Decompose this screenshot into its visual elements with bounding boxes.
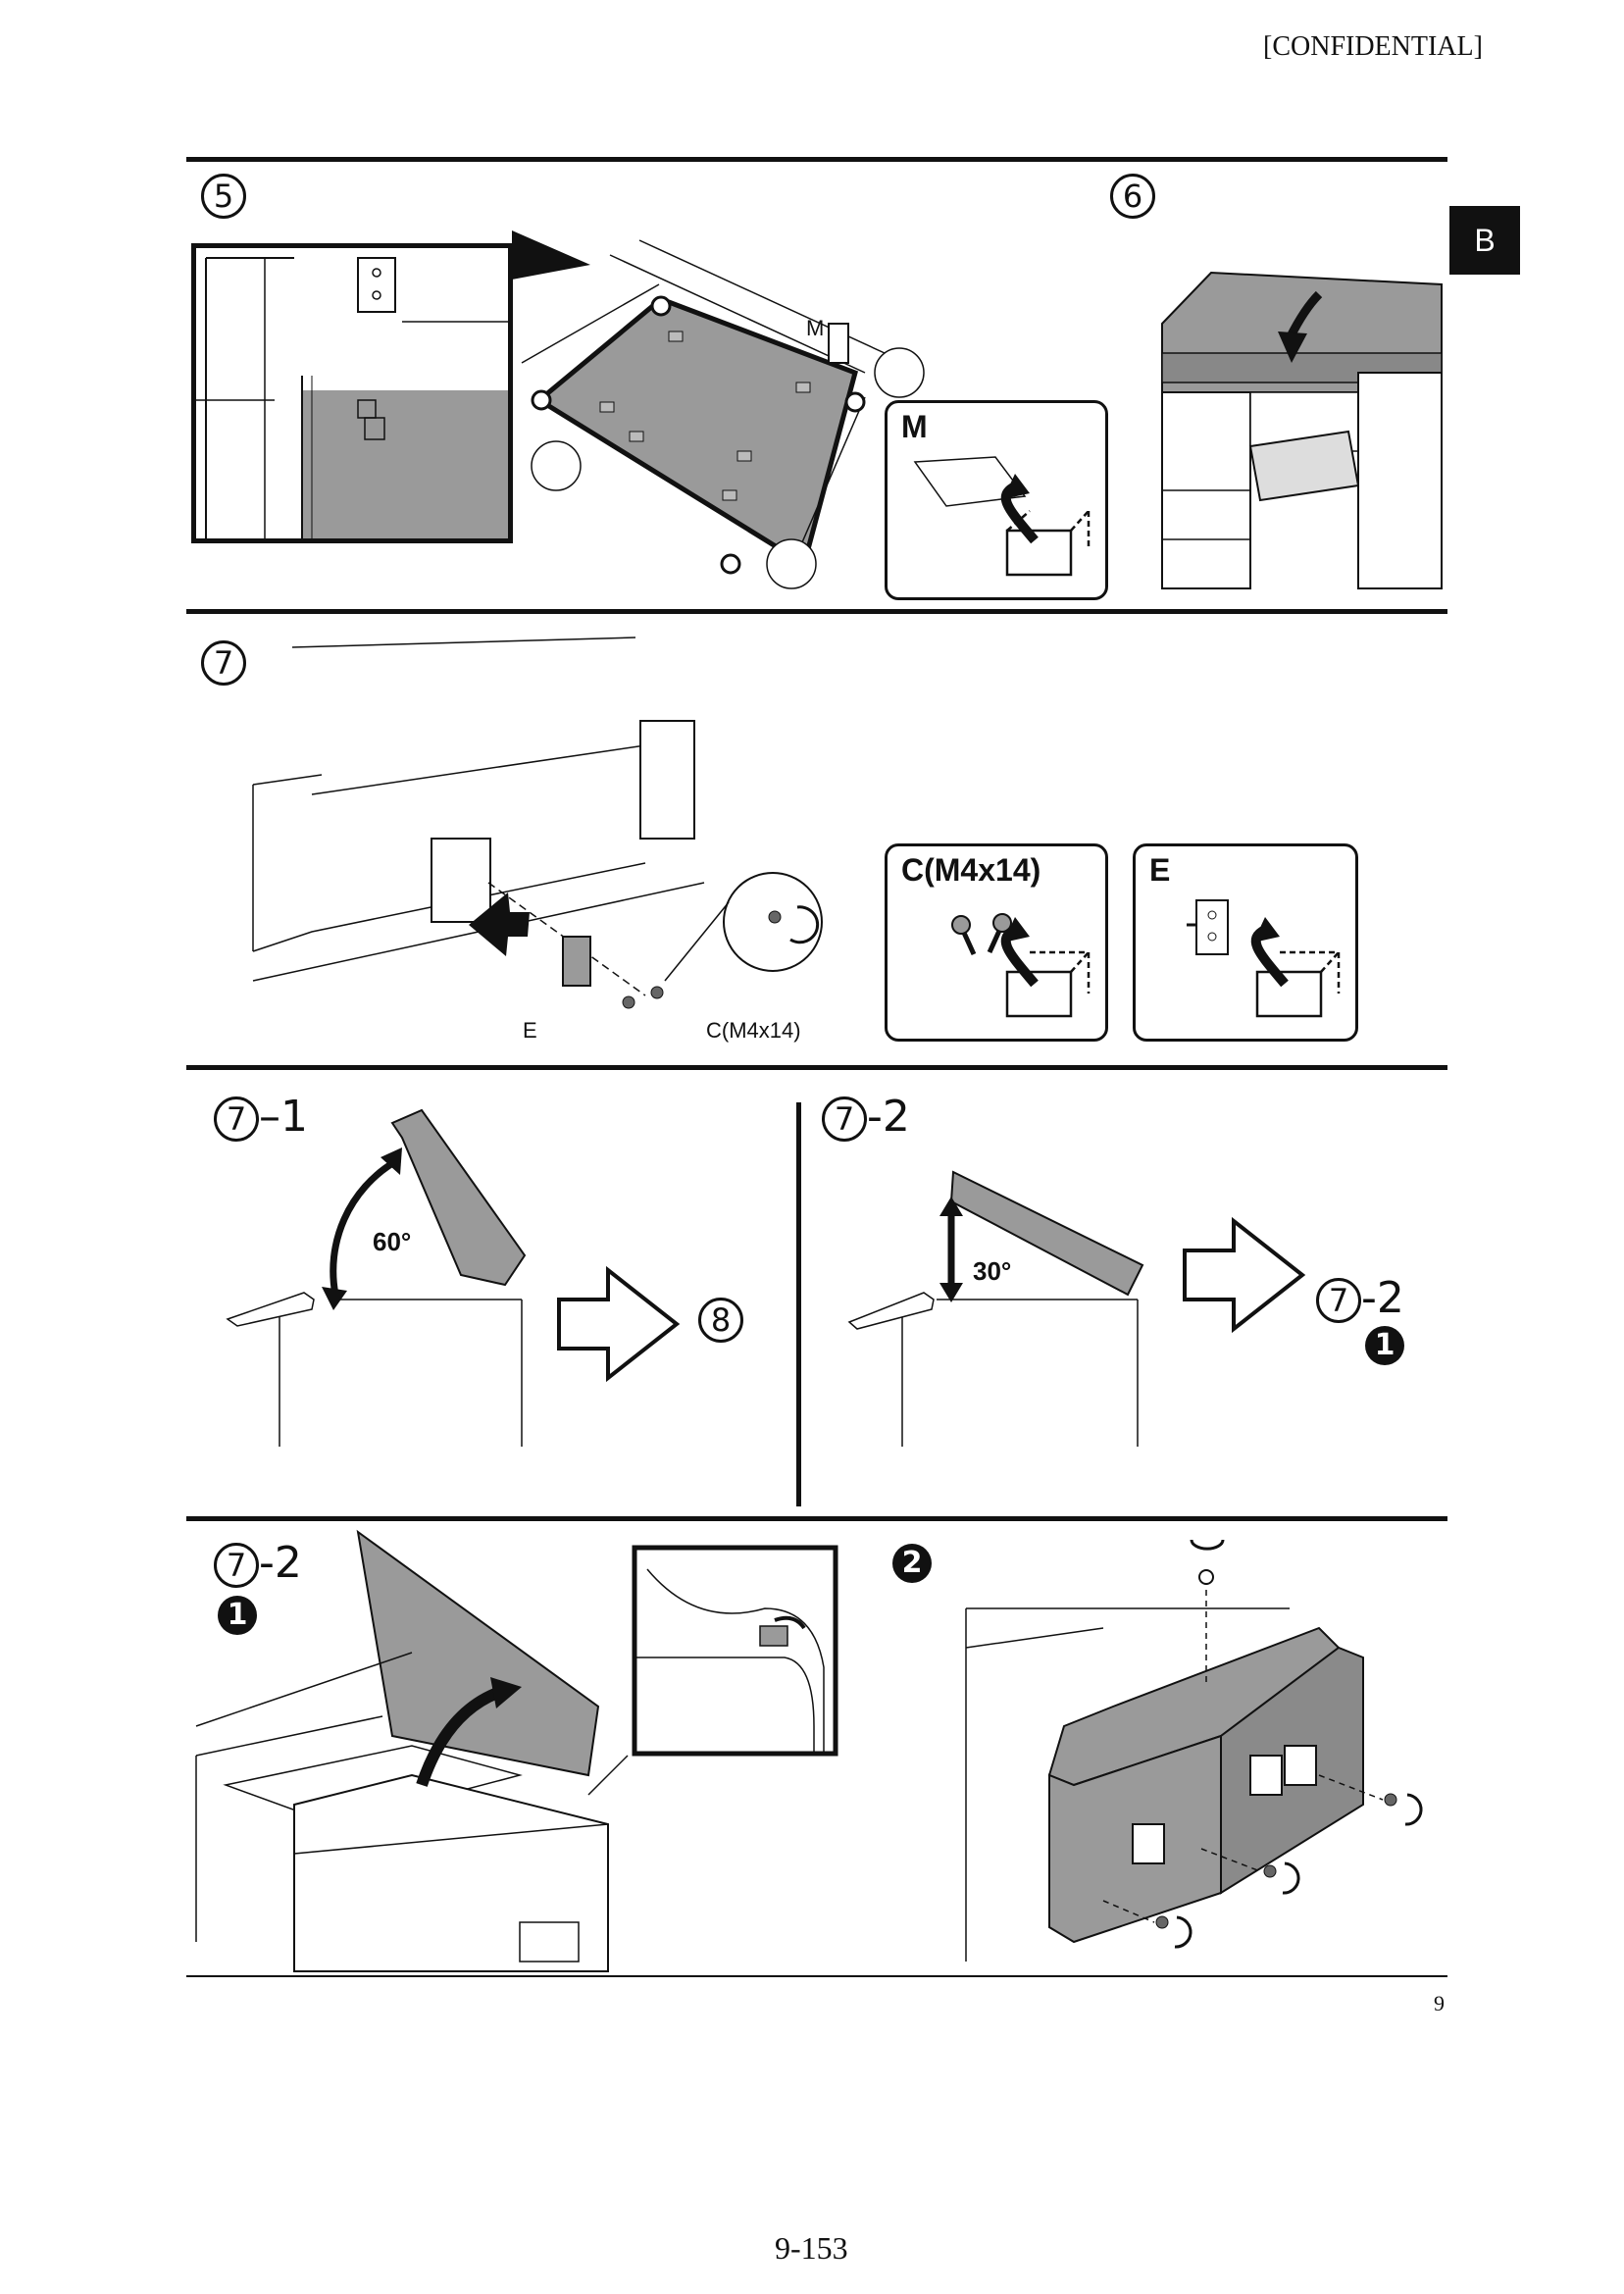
step7-2-angle-30-figure: 30°: [847, 1170, 1306, 1447]
angle-30-label: 30°: [973, 1256, 1011, 1286]
callout-screw-label: C(M4x14): [901, 852, 1041, 888]
step6-mfp-illustration: [1161, 271, 1443, 589]
step-7-1-number: 7–1: [214, 1096, 308, 1142]
divider-vertical: [796, 1102, 801, 1506]
step-7-number: 7: [201, 639, 246, 686]
section-tab: B: [1449, 206, 1520, 275]
step7-2-open-feeder-illustration: [195, 1529, 838, 1972]
step-7-2-1-reference: 7-2: [1316, 1277, 1404, 1323]
section-tab-label: B: [1474, 223, 1496, 258]
step-2-sub-number: 2: [892, 1544, 932, 1583]
step-7-2-1-number: 7-2: [214, 1542, 302, 1588]
callout-m-illustration: [913, 456, 1091, 577]
callout-screw: C(M4x14): [885, 843, 1108, 1042]
step-7-2-1-sub-number: 1: [218, 1596, 257, 1635]
callout-m: M: [885, 400, 1108, 600]
callout-e-label: E: [1149, 852, 1171, 888]
callout-e-illustration: [1187, 899, 1341, 1018]
step-7-2-number: 7-2: [822, 1096, 910, 1142]
step5-glass-illustration: M: [512, 230, 925, 589]
callout-m-label: M: [901, 409, 928, 444]
divider-top: [186, 157, 1447, 162]
fig-e-label: E: [523, 1018, 537, 1043]
divider-row3: [186, 1065, 1447, 1070]
divider-bottom: [186, 1975, 1447, 1977]
page-number: 9-153: [775, 2230, 848, 2266]
step-5-number: 5: [201, 173, 246, 219]
callout-e: E: [1133, 843, 1358, 1042]
section-page-number: 9: [1434, 1991, 1445, 2015]
step5-zoom-inset: [191, 243, 513, 543]
step-7-2-1-reference-sub: 1: [1365, 1326, 1404, 1365]
step7-attach-illustration: E C(M4x14): [252, 637, 823, 1043]
zoom-inset-illustration: [196, 257, 508, 538]
step-8-reference: 8: [698, 1297, 743, 1343]
angle-60-label: 60°: [373, 1227, 411, 1256]
divider-row2: [186, 609, 1447, 614]
confidential-label: [CONFIDENTIAL]: [1263, 31, 1483, 62]
divider-row4: [186, 1516, 1447, 1521]
fig-screw-label: C(M4x14): [706, 1018, 801, 1043]
step2-cover-screws-illustration: [965, 1539, 1423, 1962]
callout-screw-illustration: [951, 913, 1091, 1018]
step-6-number: 6: [1110, 173, 1155, 219]
step7-1-angle-60-figure: 60°: [226, 1108, 681, 1447]
m-small-label: M: [806, 316, 824, 340]
